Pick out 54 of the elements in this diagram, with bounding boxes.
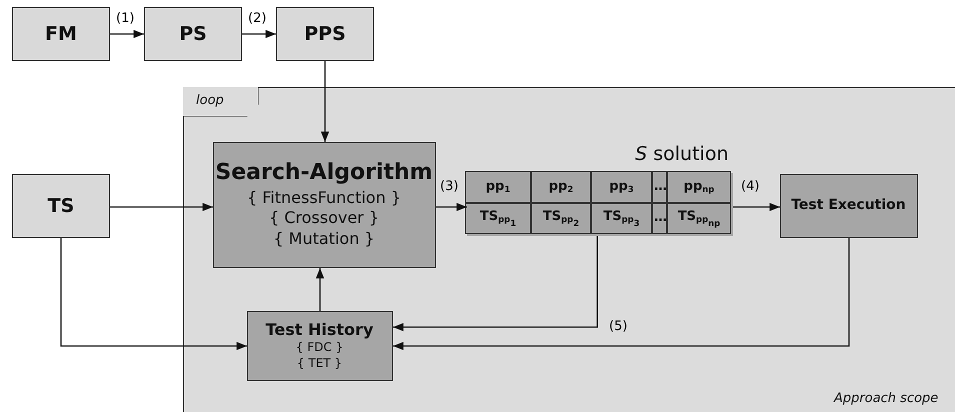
frame-label: loop [196,93,224,108]
arrow [733,202,780,212]
box-title: pp$_{np}$ [682,178,716,196]
history-box [246,310,392,380]
edge-label: (2) [247,12,268,26]
edge-label: (1) [115,12,136,26]
arrow [436,202,467,212]
process-box [12,174,110,238]
table-cell [667,171,731,203]
box-title: FM [44,22,78,46]
arrow [393,238,850,350]
table-cell [465,171,531,203]
box-detail: { TET } [296,356,344,372]
arrow [242,30,276,38]
box-title: Test History [264,320,374,340]
box-detail: { Crossover } [268,208,380,230]
box-title: Search-Algorithm [214,159,434,187]
box-title: pp$_{1}$ [484,178,512,196]
scope-label: Approach scope [834,391,938,406]
table-cell [465,203,531,234]
edge-label: (4) [740,180,760,194]
table-cell [591,171,652,203]
process-box [780,174,918,238]
arrow [110,30,144,38]
table-cell [591,203,652,234]
edge-label: (5) [608,320,628,334]
table-cell [531,171,591,203]
arrow [60,238,247,350]
table-heading: S solution [635,142,728,164]
arrow [320,61,330,142]
box-title: … [653,178,666,196]
box-title: pp$_{2}$ [548,178,574,196]
box-title: … [653,210,666,227]
box-title: Test Execution [790,196,907,215]
arrow [316,268,324,311]
edge-label: (3) [439,180,460,194]
table-cell [652,203,667,234]
box-detail: { FitnessFunction } [246,188,402,208]
table-cell [652,171,667,203]
table-cell [531,203,591,234]
process-box [12,7,110,61]
box-title: TS [46,194,76,218]
table-cell [667,203,731,234]
box-detail: { FDC } [294,340,344,356]
box-title: pp$_{3}$ [608,178,635,196]
box-title: PPS [303,22,347,46]
algorithm-box [212,142,436,268]
process-box [144,7,242,61]
box-title: PS [178,22,208,46]
arrow [110,202,213,212]
process-box [276,7,374,61]
loop-frame [183,87,955,412]
box-detail: { Mutation } [272,229,376,250]
arrow [393,236,598,332]
